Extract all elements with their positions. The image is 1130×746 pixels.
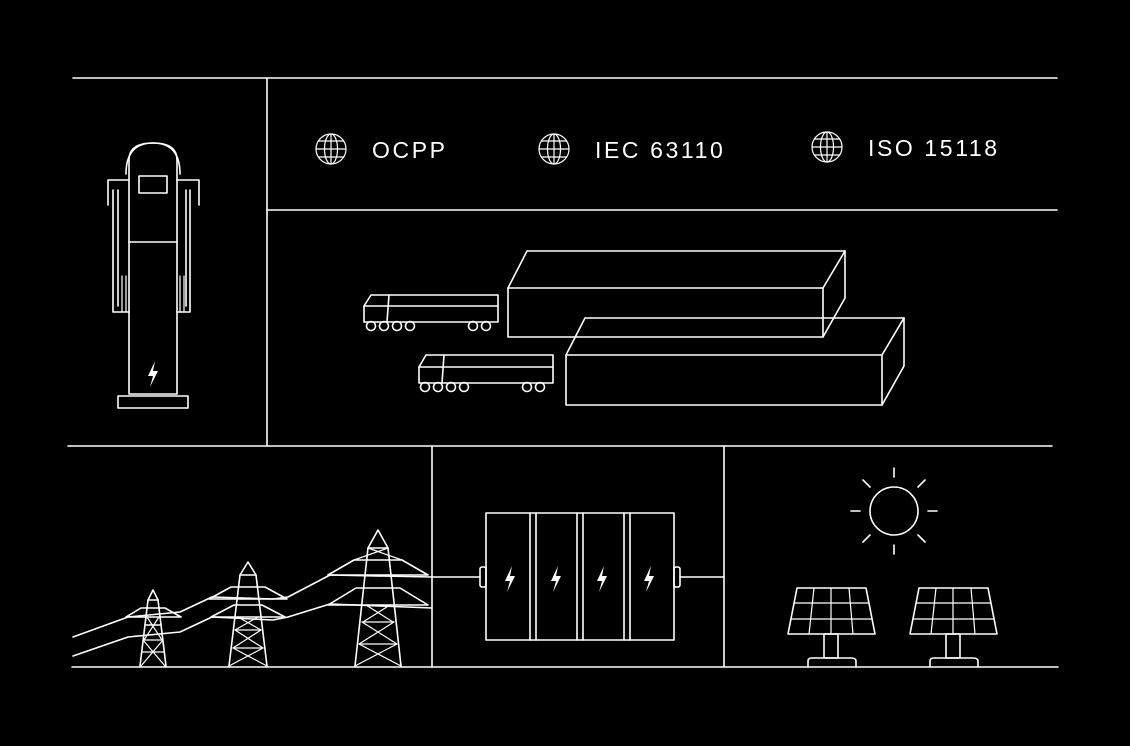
bolt-icon — [148, 361, 158, 387]
standard-label-ocpp: OCPP — [372, 137, 448, 163]
bus-icon — [363, 294, 499, 332]
bolt-icon — [644, 566, 654, 592]
globe-icon — [315, 133, 347, 165]
globe-icon — [811, 131, 843, 163]
standard-label-iec: IEC 63110 — [595, 137, 726, 163]
solar-panel-icon — [909, 587, 998, 667]
depot-building-icon — [565, 317, 905, 406]
depot-building-icon — [507, 250, 846, 338]
pylon-icon — [208, 561, 288, 667]
bolt-icon — [551, 566, 561, 592]
ev-charger-icon — [107, 142, 200, 409]
solar-panel-icon — [787, 587, 876, 667]
power-grid-icon — [72, 574, 433, 657]
battery-storage-icon — [431, 512, 725, 641]
globe-icon — [538, 133, 570, 165]
bolt-icon — [597, 566, 607, 592]
standard-label-iso: ISO 15118 — [868, 135, 1000, 161]
sun-icon — [850, 467, 938, 555]
bus-icon — [418, 354, 554, 393]
bolt-icon — [505, 566, 515, 592]
panel-grid — [67, 77, 1059, 668]
pylon-icon — [125, 589, 182, 667]
pylon-icon — [327, 529, 429, 667]
